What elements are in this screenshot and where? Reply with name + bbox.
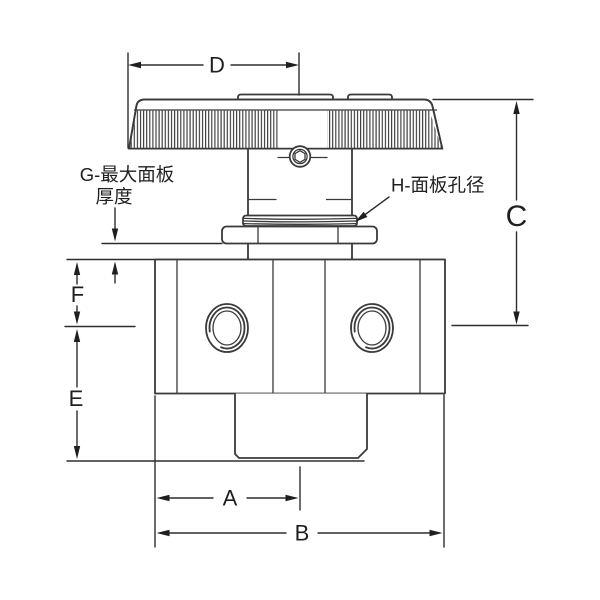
hex-socket-screw (288, 145, 312, 168)
bottom-port (234, 393, 368, 459)
dimension-f: F (64, 262, 136, 328)
panel-mounting-nut (221, 225, 378, 261)
stem-sides (247, 147, 353, 217)
dim-a-arrow-left (156, 494, 170, 502)
dimension-c: C (432, 98, 534, 327)
dim-h-leader-line (361, 196, 390, 218)
knurled-knob (128, 93, 444, 159)
dim-label-c: C (506, 200, 528, 233)
mounting-hole-right (350, 303, 394, 353)
dim-label-b: B (295, 521, 310, 546)
bushing-below-nut (247, 242, 353, 261)
dim-g-arrow-up (111, 261, 119, 275)
dimension-a: A (156, 466, 301, 511)
dim-label-h: H-面板孔径 (391, 175, 485, 196)
dim-d-arrow-left (128, 61, 141, 69)
dim-label-f: F (71, 282, 84, 307)
dim-c-arrow-top (513, 101, 520, 114)
hole-inner-ring (357, 310, 387, 346)
dim-b-extension-lines (154, 394, 445, 548)
valve-stem (247, 147, 353, 217)
dim-c-extension-lines (432, 98, 534, 327)
hole-dark-ring (353, 306, 391, 350)
body-inner-lines (176, 258, 421, 395)
body-outline (154, 258, 446, 395)
hole-inner-ring (212, 310, 242, 346)
screw-inner-circle (292, 148, 308, 165)
thread-lines (243, 217, 357, 225)
hex-socket-icon (294, 149, 306, 164)
dim-c-arrow-bottom (513, 311, 520, 325)
dimension-e: E (66, 329, 365, 462)
nut-facet-lines (257, 226, 339, 244)
valve-body (66, 258, 446, 459)
dim-label-g-line2: 厚度 (95, 186, 132, 207)
dim-b-arrow-right (429, 529, 443, 537)
dim-f-arrow-up (73, 262, 81, 275)
dim-a-arrow-right (285, 494, 299, 502)
knob-top-tab-left (237, 93, 334, 101)
dim-e-arrow-down (73, 446, 81, 459)
knob-top-tab-right (347, 93, 393, 101)
dim-b-arrow-left (156, 529, 170, 537)
dim-label-d: D (209, 53, 225, 78)
dim-label-g-line1: G-最大面板 (80, 164, 175, 185)
hole-outer-ring (205, 303, 249, 353)
dim-f-arrow-down (73, 311, 81, 325)
mounting-hole-left (205, 303, 249, 353)
knurl-texture-right (327, 110, 442, 148)
dim-e-arrow-up (73, 329, 81, 342)
dim-label-a: A (223, 486, 238, 511)
knob-outline (128, 98, 444, 150)
hole-outer-ring (350, 303, 394, 353)
dimension-d: D (127, 52, 300, 149)
dim-d-arrow-right (286, 61, 299, 69)
dim-label-e: E (69, 386, 84, 411)
threaded-bushing (242, 214, 358, 227)
hole-dark-ring (208, 306, 246, 350)
dim-d-extension-lines (127, 52, 300, 149)
dimension-g: G-最大面板 厚度 (80, 164, 223, 284)
dimension-h: H-面板孔径 (353, 175, 485, 225)
nut-outline (221, 225, 378, 245)
dimension-b: B (154, 394, 445, 548)
knurl-texture-left (130, 110, 278, 148)
dim-g-arrow-down (111, 228, 119, 242)
